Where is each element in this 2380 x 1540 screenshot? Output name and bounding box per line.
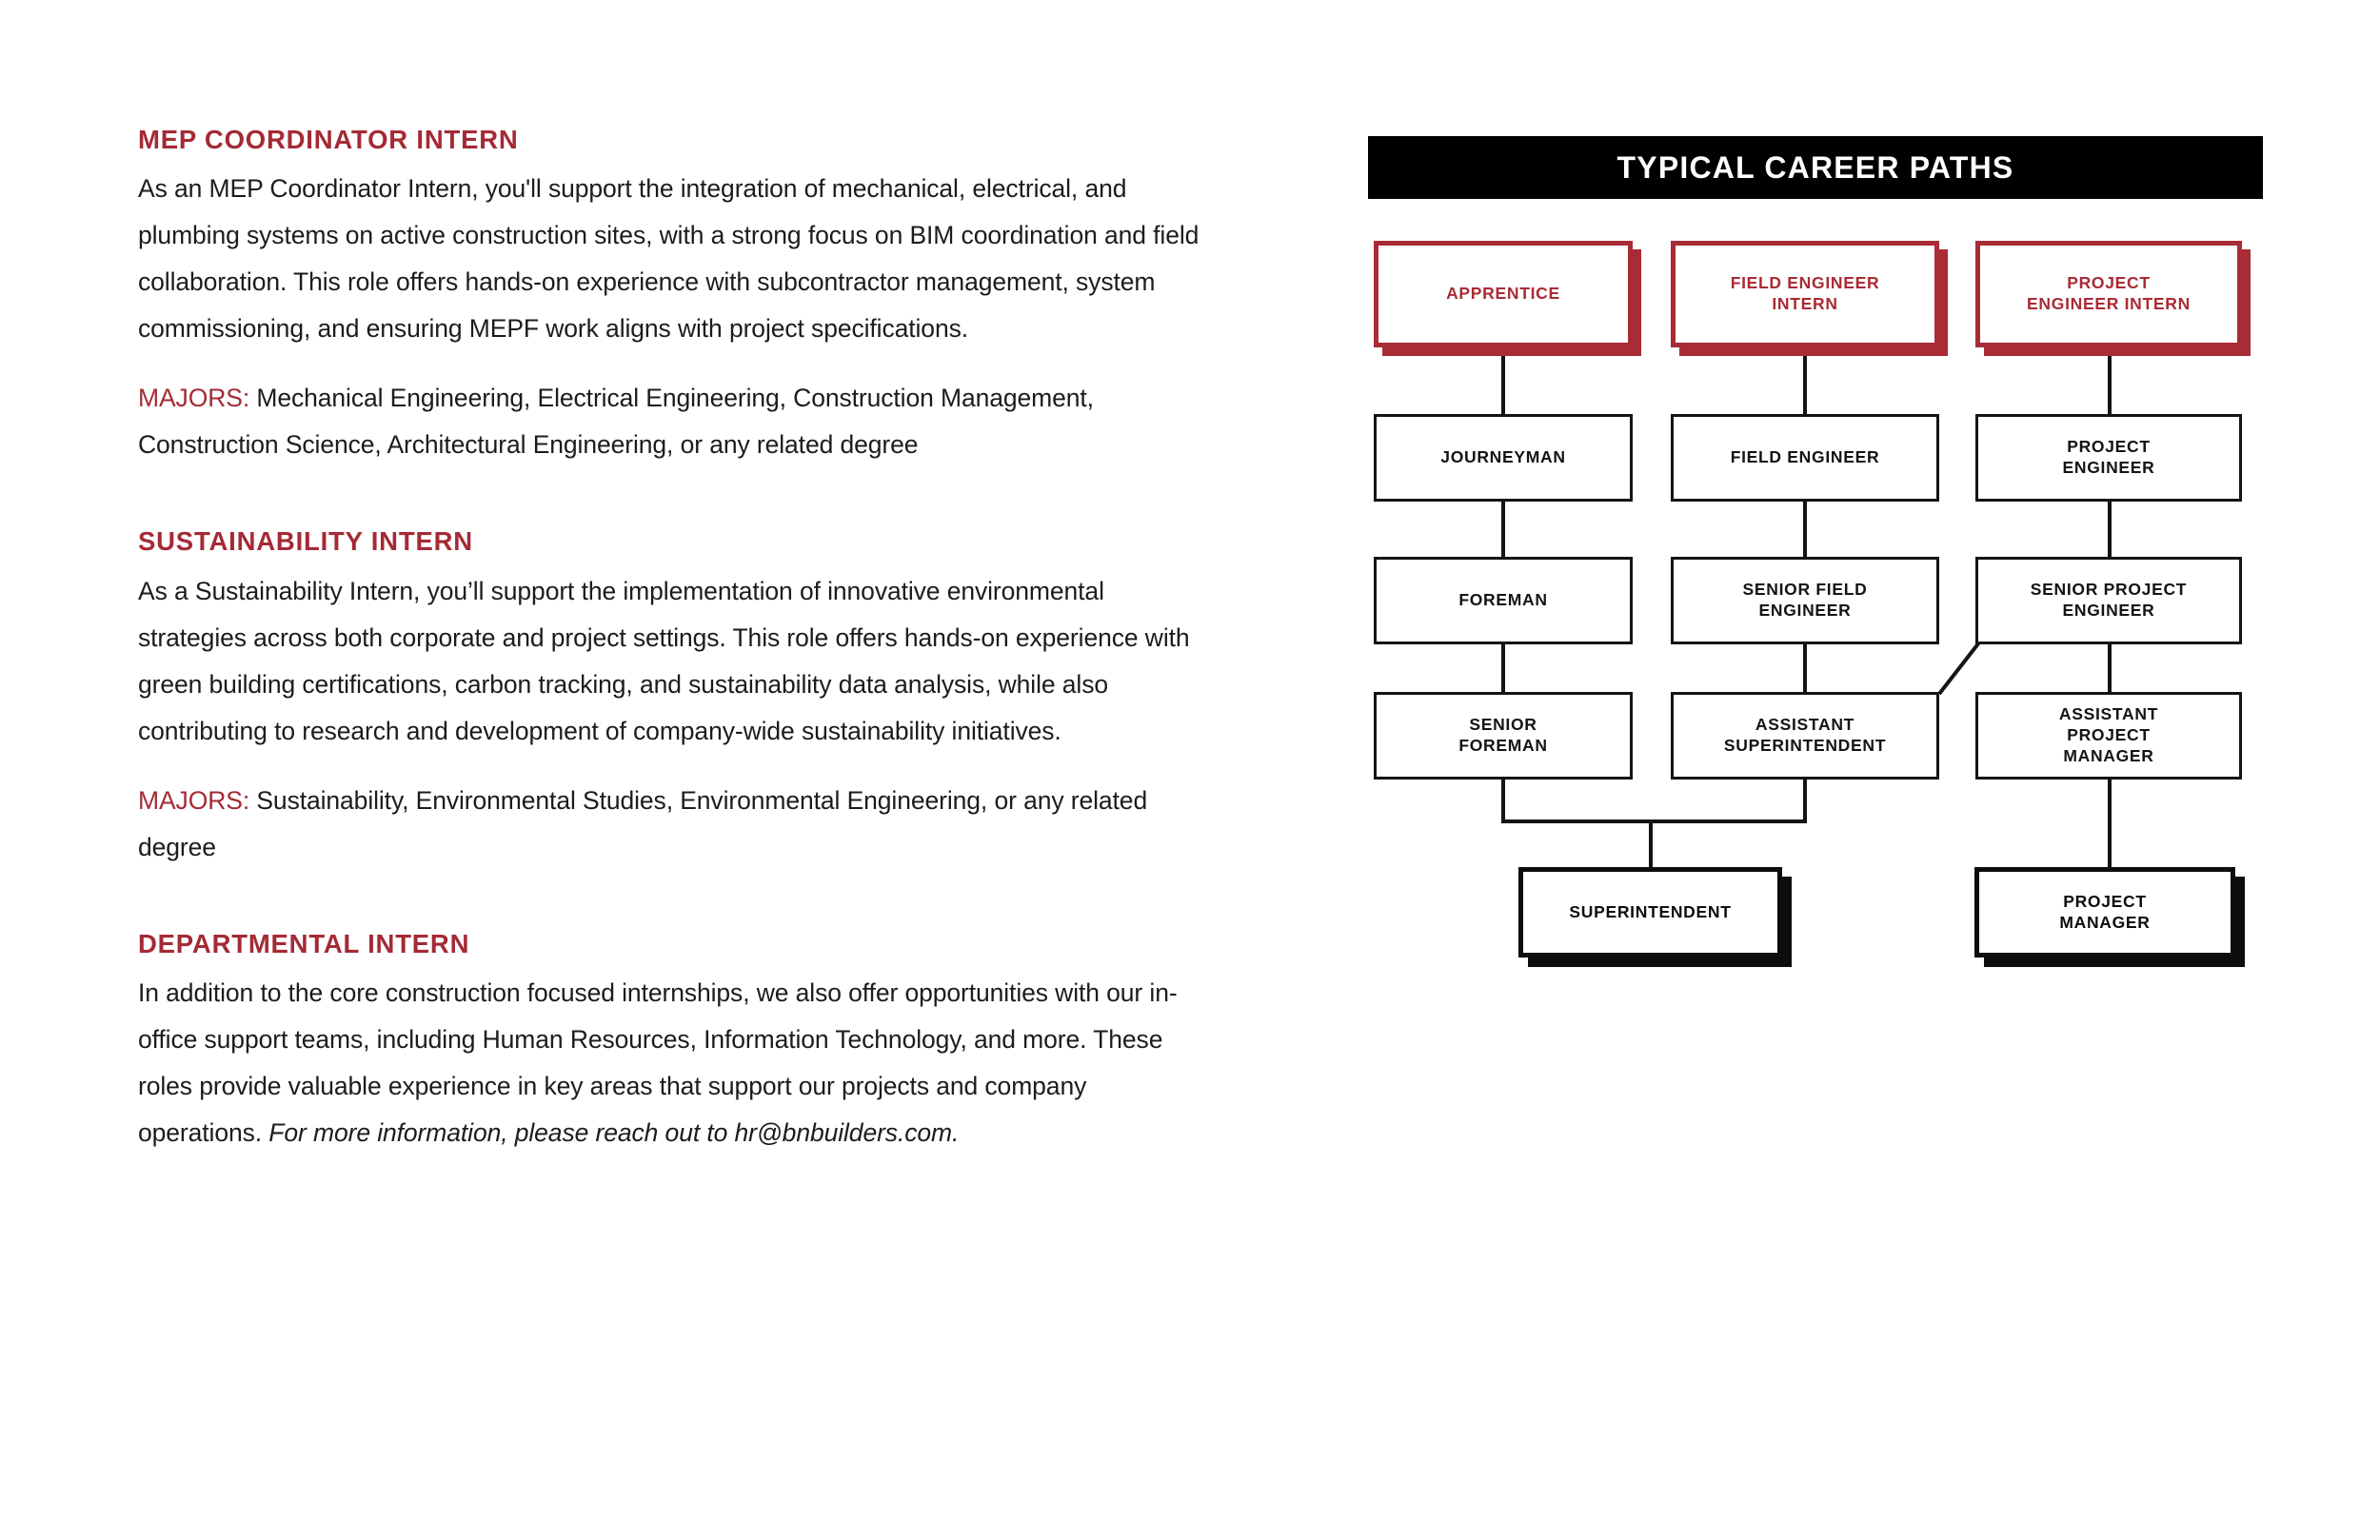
connector-pei-project-engineer — [2108, 347, 2112, 416]
internship-descriptions-column: MEP COORDINATOR INTERN As an MEP Coordin… — [138, 125, 1200, 1156]
connector-sfe-assistant-superintendent — [1803, 642, 1807, 694]
node-senior-foreman[interactable]: SENIOR FOREMAN — [1374, 692, 1633, 780]
bracket-left-stem — [1501, 778, 1505, 821]
section-mep-coordinator-intern: MEP COORDINATOR INTERN As an MEP Coordin… — [138, 125, 1200, 468]
node-field-engineer-intern[interactable]: FIELD ENGINEER INTERN — [1671, 241, 1939, 347]
section-sustainability-intern: SUSTAINABILITY INTERN As a Sustainabilit… — [138, 526, 1200, 871]
section-heading-mep: MEP COORDINATOR INTERN — [138, 125, 519, 154]
connector-foreman-senior-foreman — [1501, 642, 1505, 694]
node-superintendent[interactable]: SUPERINTENDENT — [1518, 867, 1782, 958]
node-field-engineer[interactable]: FIELD ENGINEER — [1671, 414, 1939, 502]
departmental-body-plain: In addition to the core construction foc… — [138, 977, 1178, 1147]
node-label-project-manager: PROJECT MANAGER — [2059, 891, 2151, 932]
majors-label-mep: MAJORS: — [138, 384, 250, 413]
majors-text-mep: Mechanical Engineering, Electrical Engin… — [138, 384, 1094, 460]
node-journeyman[interactable]: JOURNEYMAN — [1374, 414, 1633, 502]
connector-apprentice-journeyman — [1501, 347, 1505, 416]
bracket-right-stem — [1803, 778, 1807, 821]
node-senior-field-engineer[interactable]: SENIOR FIELD ENGINEER — [1671, 557, 1939, 644]
connector-spe-to-assistant-superintendent-diagonal — [1937, 641, 1981, 696]
node-senior-project-engineer[interactable]: SENIOR PROJECT ENGINEER — [1975, 557, 2242, 644]
node-label-project-engineer: PROJECT ENGINEER — [2062, 437, 2155, 477]
node-label-superintendent: SUPERINTENDENT — [1569, 901, 1732, 921]
node-apprentice[interactable]: APPRENTICE — [1374, 241, 1633, 347]
diagram-title-bar: TYPICAL CAREER PATHS — [1368, 136, 2263, 199]
node-label-field-engineer: FIELD ENGINEER — [1730, 447, 1880, 467]
section-heading-sustainability: SUSTAINABILITY INTERN — [138, 526, 473, 557]
majors-label-sustainability: MAJORS: — [138, 785, 250, 815]
departmental-contact-line: For more information, please reach out t… — [268, 1117, 960, 1147]
section-body-sustainability: As a Sustainability Intern, you’ll suppo… — [138, 576, 1190, 745]
section-spacer-1 — [138, 468, 1200, 527]
connector-bracket-superintendent — [1649, 819, 1653, 869]
node-project-engineer-intern[interactable]: PROJECT ENGINEER INTERN — [1975, 241, 2242, 347]
connector-fei-field-engineer — [1803, 347, 1807, 416]
connector-journeyman-foreman — [1501, 500, 1505, 559]
bracket-horizontal-bar — [1501, 819, 1807, 823]
node-project-manager[interactable]: PROJECT MANAGER — [1974, 867, 2235, 958]
section-majors-mep: MAJORS: Mechanical Engineering, Electric… — [138, 375, 1200, 468]
node-label-assistant-superintendent: ASSISTANT SUPERINTENDENT — [1723, 715, 1887, 755]
node-label-foreman: FOREMAN — [1458, 590, 1548, 610]
section-body-mep: As an MEP Coordinator Intern, you'll sup… — [138, 174, 1200, 344]
majors-text-sustainability: Sustainability, Environmental Studies, E… — [138, 785, 1148, 861]
node-assistant-superintendent[interactable]: ASSISTANT SUPERINTENDENT — [1671, 692, 1939, 780]
section-spacer-2 — [138, 871, 1200, 930]
node-label-senior-field-engineer: SENIOR FIELD ENGINEER — [1742, 580, 1868, 620]
node-label-assistant-project-manager: ASSISTANT PROJECT MANAGER — [2058, 704, 2159, 765]
node-project-engineer[interactable]: PROJECT ENGINEER — [1975, 414, 2242, 502]
connector-spe-assistant-project-manager — [2108, 642, 2112, 694]
node-label-senior-foreman: SENIOR FOREMAN — [1458, 715, 1548, 755]
node-label-apprentice: APPRENTICE — [1446, 284, 1560, 304]
section-heading-departmental: DEPARTMENTAL INTERN — [138, 928, 470, 958]
node-foreman[interactable]: FOREMAN — [1374, 557, 1633, 644]
section-body-departmental: In addition to the core construction foc… — [138, 970, 1200, 1156]
section-departmental-intern: DEPARTMENTAL INTERN In addition to the c… — [138, 928, 1200, 1156]
connector-pe-senior-project-engineer — [2108, 500, 2112, 559]
career-paths-diagram: TYPICAL CAREER PATHS APPRENTICE FIELD EN… — [1368, 136, 2263, 1145]
connector-fe-senior-field-engineer — [1803, 500, 1807, 559]
section-majors-sustainability: MAJORS: Sustainability, Environmental St… — [138, 778, 1200, 871]
node-label-project-engineer-intern: PROJECT ENGINEER INTERN — [2027, 273, 2191, 313]
node-label-senior-project-engineer: SENIOR PROJECT ENGINEER — [2030, 580, 2188, 620]
node-label-field-engineer-intern: FIELD ENGINEER INTERN — [1730, 273, 1880, 313]
node-assistant-project-manager[interactable]: ASSISTANT PROJECT MANAGER — [1975, 692, 2242, 780]
connector-apm-project-manager — [2108, 778, 2112, 869]
node-label-journeyman: JOURNEYMAN — [1440, 447, 1566, 467]
